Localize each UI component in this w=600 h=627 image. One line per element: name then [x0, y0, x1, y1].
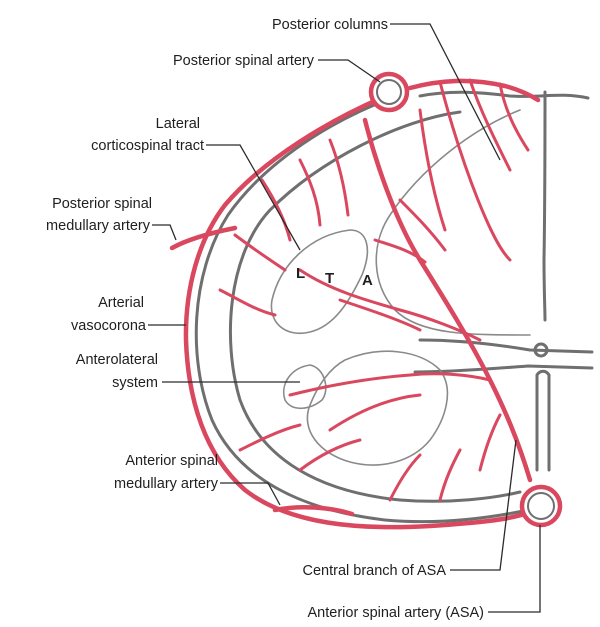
arterial-vasocorona-vessel [186, 96, 530, 527]
label-anterolateral-line2: system [112, 375, 158, 391]
label-anterior-spinal-artery: Anterior spinal artery (ASA) [308, 605, 484, 621]
label-anterolateral-line1: Anterolateral [76, 352, 158, 368]
anterior-median-fissure [537, 371, 549, 470]
branch-13 [480, 415, 500, 470]
label-posterior-columns: Posterior columns [272, 17, 388, 33]
leader-posterior-spinal-artery [318, 60, 380, 82]
tract-letter-l: L [296, 265, 305, 282]
label-arterial-vasocorona-line1: Arterial [98, 295, 144, 311]
gray-commissure [420, 340, 592, 352]
central-radial-vessel [365, 120, 530, 480]
leader-posterior-medullary [152, 225, 176, 240]
branch-1 [262, 180, 290, 240]
posterior-median-septum [544, 92, 545, 320]
branch-10 [300, 440, 360, 470]
dorsal-branch-1 [440, 82, 510, 260]
label-posterior-medullary-line1: Posterior spinal [52, 196, 152, 212]
label-posterior-spinal-artery: Posterior spinal artery [173, 53, 315, 69]
branch-12 [440, 450, 460, 500]
tract-letter-t: T [325, 270, 334, 287]
white-matter-boundary [230, 112, 520, 501]
branch-3 [330, 140, 348, 215]
dorsal-branch-4 [420, 110, 445, 230]
branch-5 [220, 290, 275, 315]
branch-9 [330, 395, 420, 430]
label-anterior-medullary-line1: Anterior spinal [125, 453, 218, 469]
label-anterior-medullary-line2: medullary artery [114, 476, 219, 492]
leader-anterior-spinal-artery [488, 525, 540, 612]
label-lateral-corticospinal-line1: Lateral [156, 116, 200, 132]
label-posterior-medullary-line2: medullary artery [46, 218, 151, 234]
ventral-horn [307, 351, 447, 465]
label-central-branch: Central branch of ASA [303, 563, 447, 579]
label-lateral-corticospinal-line2: corticospinal tract [91, 138, 204, 154]
label-arterial-vasocorona-line2: vasocorona [71, 318, 147, 334]
tract-letter-a: A [362, 272, 373, 289]
